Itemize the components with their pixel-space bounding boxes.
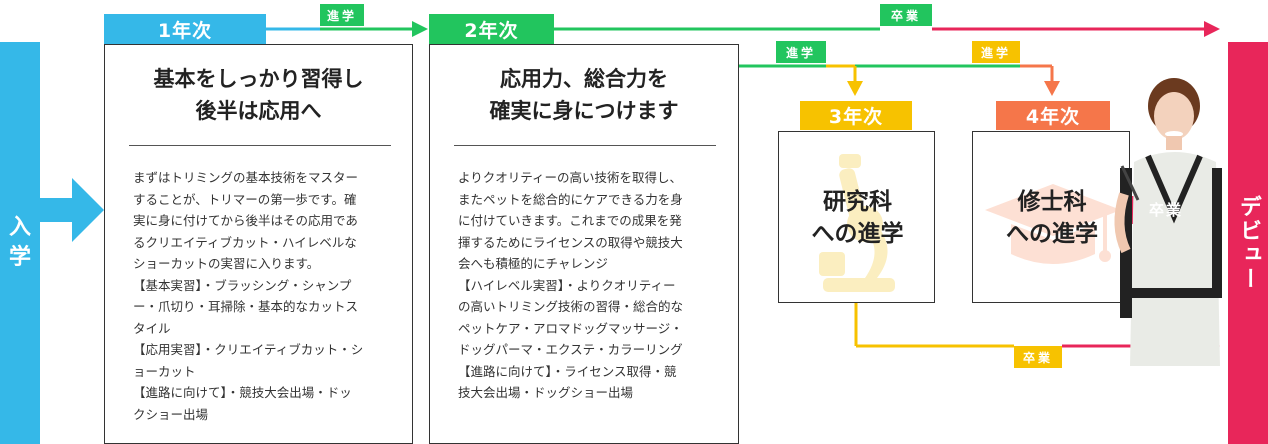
year2-title: 応用力、総合力を 確実に身につけます xyxy=(430,63,738,127)
entry-bar: 入 学 xyxy=(0,42,40,444)
arrowhead-to-year3 xyxy=(847,81,863,96)
year3-box: 研究科 への進学 xyxy=(778,131,935,303)
tag-advance-to-3: 進学 xyxy=(776,41,826,63)
year3-title: 研究科 への進学 xyxy=(779,186,936,250)
entry-arrow xyxy=(40,178,104,242)
year1-body-line: るクリエイティブカット・ハイレベルな xyxy=(133,234,357,250)
tag-advance-to-4: 進学 xyxy=(972,41,1020,63)
arrowhead-top-debut xyxy=(1204,21,1220,37)
microscope-icon xyxy=(819,154,895,292)
year1-title-line2: 後半は応用へ xyxy=(195,99,322,123)
year1-title: 基本をしっかり習得し 後半は応用へ xyxy=(105,63,412,127)
graduate-arrow-label: 卒業 xyxy=(1148,201,1183,219)
year1-body: まずはトリミングの基本技術をマスター することが、トリマーの第一歩です。確 実に… xyxy=(133,167,403,425)
arrowhead-to-year2 xyxy=(412,21,428,37)
year1-body-line: クショー出場 xyxy=(133,406,209,422)
year2-body-line: の高いトリミング技術の習得・総合的な xyxy=(458,299,684,314)
year1-tab: 1年次 xyxy=(104,14,266,44)
graduation-cap-icon xyxy=(985,184,1121,264)
year2-body-line: に付けていきます。これまでの成果を発 xyxy=(458,213,682,228)
year1-body-line: 【進路に向けて】・競技大会出場・ドッ xyxy=(133,385,352,400)
year2-body-line: 技大会出場・ドッグショー出場 xyxy=(458,385,634,400)
debut-bar: デビュー xyxy=(1228,42,1268,444)
year1-body-line: ョーカット xyxy=(133,363,196,379)
year2-tab: 2年次 xyxy=(429,14,554,44)
year2-title-line1: 応用力、総合力を xyxy=(500,67,668,91)
year1-box: 基本をしっかり習得し 後半は応用へ まずはトリミングの基本技術をマスター するこ… xyxy=(104,44,413,444)
year2-body-line: ペットケア・アロマドッグマッサージ・ xyxy=(458,320,683,336)
year1-body-line: 実に身に付けてから後半はその応用であ xyxy=(133,213,358,228)
year2-body-line: ドッグパーマ・エクステ・カラーリング xyxy=(458,342,683,357)
entry-char-1: 入 xyxy=(8,215,31,241)
year2-body-line: 揮するためにライセンスの取得や競技大 xyxy=(458,234,683,250)
year1-body-line: 【基本実習】・ブラッシング・シャンプ xyxy=(133,277,352,293)
year1-body-line: タイル xyxy=(133,320,171,336)
tag-graduate-bottom: 卒業 xyxy=(1014,346,1062,368)
year2-body-line: 【進路に向けて】・ライセンス取得・競 xyxy=(458,363,677,379)
year4-title: 修士科 への進学 xyxy=(973,186,1131,250)
year1-body-line: ショーカットの実習に入ります。 xyxy=(133,256,320,271)
year2-box: 応用力、総合力を 確実に身につけます よりクオリティーの高い技術を取得し、 また… xyxy=(429,44,739,444)
year2-title-line2: 確実に身につけます xyxy=(489,99,679,123)
year1-body-line: することが、トリマーの第一歩です。確 xyxy=(133,191,357,207)
year4-box: 修士科 への進学 xyxy=(972,131,1130,303)
trimmer-photo xyxy=(1114,78,1222,366)
year4-title-line2: への進学 xyxy=(1006,221,1098,247)
year4-tab: 4年次 xyxy=(996,101,1110,130)
year1-body-line: 【応用実習】・クリエイティブカット・シ xyxy=(133,342,364,357)
year3-title-line2: への進学 xyxy=(811,221,904,247)
year2-body-line: よりクオリティーの高い技術を取得し、 xyxy=(458,170,683,185)
debut-label: デビュー xyxy=(1235,195,1261,291)
year2-body-line: 【ハイレベル実習】・よりクオリティー xyxy=(458,277,676,293)
year2-body-line: またペットを総合的にケアできる力を身 xyxy=(458,191,683,207)
arrowhead-to-year4 xyxy=(1044,81,1060,96)
year1-body-line: まずはトリミングの基本技術をマスター xyxy=(133,170,359,185)
year3-title-line1: 研究科 xyxy=(823,189,892,215)
year2-divider xyxy=(454,145,716,146)
year1-title-line1: 基本をしっかり習得し xyxy=(153,67,364,91)
year1-body-line: ー・爪切り・耳掃除・基本的なカットス xyxy=(133,299,359,314)
tag-advance-1-2: 進学 xyxy=(320,4,364,26)
year2-body: よりクオリティーの高い技術を取得し、 またペットを総合的にケアできる力を身 に付… xyxy=(458,167,730,404)
year2-body-line: 会へも積極的にチャレンジ xyxy=(458,256,608,271)
entry-char-2: 学 xyxy=(8,245,31,270)
year3-tab: 3年次 xyxy=(800,101,912,130)
year4-title-line1: 修士科 xyxy=(1017,189,1087,215)
tag-graduate-top: 卒業 xyxy=(880,4,932,26)
year1-divider xyxy=(129,145,391,146)
